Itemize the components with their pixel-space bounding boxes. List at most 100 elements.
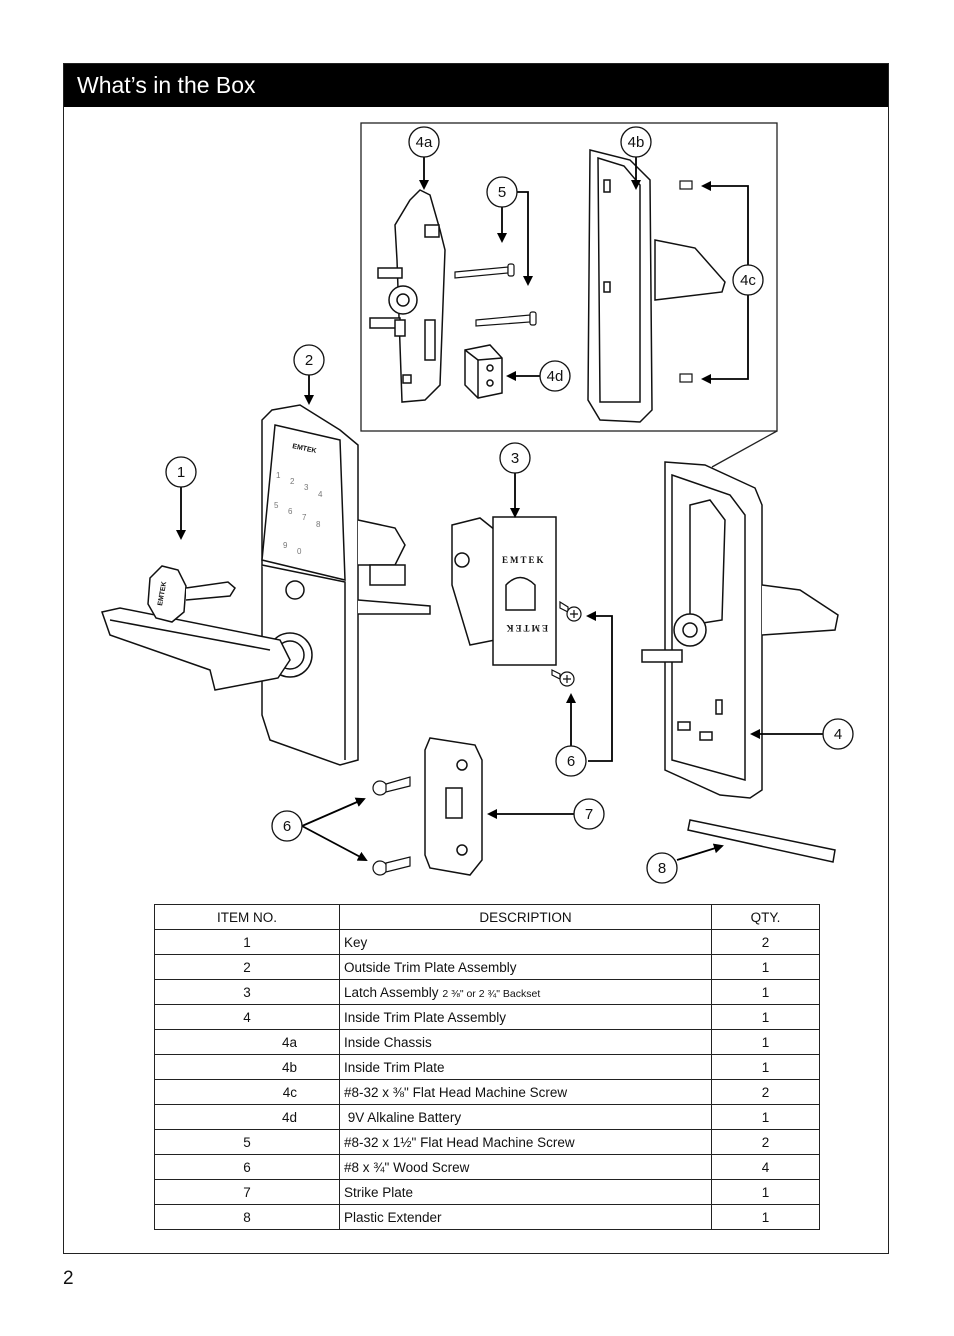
outside-trim-plate-drawing xyxy=(101,404,431,766)
inside-trim-plate-drawing xyxy=(587,149,726,423)
item-qty: 1 xyxy=(711,1104,820,1130)
item-description: Inside Trim Plate Assembly xyxy=(339,1004,712,1030)
strike-plate-drawing xyxy=(424,737,483,876)
item-number: 2 xyxy=(154,954,340,980)
item-number: 1 xyxy=(154,929,340,955)
item-description: Inside Trim Plate xyxy=(339,1054,712,1080)
item-number: 4c xyxy=(154,1079,340,1105)
keypad-key: 3 xyxy=(304,483,309,492)
latch-drawing xyxy=(451,516,557,666)
item-qty: 1 xyxy=(711,1204,820,1230)
brand-logo-key: EMTEK xyxy=(157,581,168,606)
callout-circles xyxy=(165,126,854,884)
header-description: DESCRIPTION xyxy=(339,904,712,930)
item-description-note: 2 ⅜" or 2 ¾" Backset xyxy=(442,987,541,1000)
callout-6-latch: 6 xyxy=(567,753,575,770)
item-qty: 1 xyxy=(711,1179,820,1205)
table-row: 4 Inside Trim Plate Assembly 1 xyxy=(154,1004,820,1030)
page-number: 2 xyxy=(63,1268,74,1289)
table-row: 4d 9V Alkaline Battery 1 xyxy=(154,1104,820,1130)
item-qty: 1 xyxy=(711,1004,820,1030)
content-frame: What’s in the Box xyxy=(63,63,889,1254)
callout-4d: 4d xyxy=(547,368,564,385)
item-qty: 2 xyxy=(711,1079,820,1105)
item-description: #8 x ¾" Wood Screw xyxy=(339,1154,712,1180)
header-item-no: ITEM NO. xyxy=(154,904,340,930)
item-description: Key xyxy=(339,929,712,955)
keypad-key: 0 xyxy=(297,547,302,556)
item-number: 5 xyxy=(154,1129,340,1155)
brand-logo-keypad: EMTEK xyxy=(292,443,317,455)
keypad-key: 9 xyxy=(283,541,288,550)
parts-diagram: 1 2 3 4 5 6 7 8 9 0 EMTEK EMTEK EMTEK EM… xyxy=(101,122,854,884)
long-machine-screw-drawings xyxy=(454,263,537,327)
key-drawing xyxy=(147,565,236,623)
section-title: What’s in the Box xyxy=(64,64,888,107)
wood-screw-drawings xyxy=(372,776,411,876)
keypad-key: 1 xyxy=(276,471,281,480)
item-number: 4 xyxy=(154,1004,340,1030)
brand-logo-latch: EMTEK xyxy=(502,555,546,565)
item-description: Plastic Extender xyxy=(339,1204,712,1230)
item-number: 3 xyxy=(154,979,340,1005)
item-number: 4a xyxy=(154,1029,340,1055)
callout-7: 7 xyxy=(585,806,593,823)
item-description: #8-32 x 1½" Flat Head Machine Screw xyxy=(339,1129,712,1155)
keypad-key: 2 xyxy=(290,477,295,486)
item-qty: 1 xyxy=(711,1054,820,1080)
parts-table: ITEM NO. DESCRIPTION QTY. 1 Key 2 2 Outs… xyxy=(154,904,820,1230)
item-description: Latch Assembly 2 ⅜" or 2 ¾" Backset xyxy=(339,979,712,1005)
inside-chassis-drawing xyxy=(369,189,446,403)
battery-drawing xyxy=(464,344,503,399)
item-qty: 1 xyxy=(711,1029,820,1055)
callout-4b: 4b xyxy=(628,134,645,151)
inset-box xyxy=(360,122,778,432)
table-row: 7 Strike Plate 1 xyxy=(154,1179,820,1205)
inside-trim-assembly-drawing xyxy=(641,461,839,799)
table-row: 4b Inside Trim Plate 1 xyxy=(154,1054,820,1080)
table-row: 6 #8 x ¾" Wood Screw 4 xyxy=(154,1154,820,1180)
callout-8: 8 xyxy=(658,860,666,877)
flat-head-screw-drawings xyxy=(679,180,693,383)
callout-3: 3 xyxy=(511,450,519,467)
callout-4a: 4a xyxy=(416,134,433,151)
keypad-key: 6 xyxy=(288,507,293,516)
item-description: Strike Plate xyxy=(339,1179,712,1205)
item-description-text: Latch Assembly xyxy=(344,984,439,1000)
table-row: 8 Plastic Extender 1 xyxy=(154,1204,820,1230)
callout-5: 5 xyxy=(498,184,506,201)
callout-6-strike: 6 xyxy=(283,818,291,835)
keypad-key: 4 xyxy=(318,490,323,499)
keypad-key: 5 xyxy=(274,501,279,510)
item-description: 9V Alkaline Battery xyxy=(339,1104,712,1130)
item-qty: 2 xyxy=(711,1129,820,1155)
item-description: Inside Chassis xyxy=(339,1029,712,1055)
item-number: 4b xyxy=(154,1054,340,1080)
brand-logo-latch-inverted: EMTEK xyxy=(504,623,548,633)
keypad-key: 8 xyxy=(316,520,321,529)
table-row: 4a Inside Chassis 1 xyxy=(154,1029,820,1055)
item-number: 8 xyxy=(154,1204,340,1230)
item-number: 6 xyxy=(154,1154,340,1180)
callout-4: 4 xyxy=(834,726,842,743)
item-qty: 4 xyxy=(711,1154,820,1180)
plastic-extender-drawing xyxy=(687,819,836,863)
latch-screw-drawings xyxy=(551,600,582,687)
table-row: 3 Latch Assembly 2 ⅜" or 2 ¾" Backset 1 xyxy=(154,979,820,1005)
callout-1: 1 xyxy=(177,464,185,481)
item-description: #8-32 x ⅜" Flat Head Machine Screw xyxy=(339,1079,712,1105)
table-row: 5 #8-32 x 1½" Flat Head Machine Screw 2 xyxy=(154,1129,820,1155)
item-qty: 1 xyxy=(711,979,820,1005)
item-number: 4d xyxy=(154,1104,340,1130)
table-row: 2 Outside Trim Plate Assembly 1 xyxy=(154,954,820,980)
table-header-row: ITEM NO. DESCRIPTION QTY. xyxy=(154,904,820,930)
table-row: 4c #8-32 x ⅜" Flat Head Machine Screw 2 xyxy=(154,1079,820,1105)
callout-labels: 4a 4b 5 4c 4d 2 1 3 4 6 7 6 8 xyxy=(177,134,842,877)
table-row: 1 Key 2 xyxy=(154,929,820,955)
header-qty: QTY. xyxy=(711,904,820,930)
keypad-key: 7 xyxy=(302,513,307,522)
item-description: Outside Trim Plate Assembly xyxy=(339,954,712,980)
callout-2: 2 xyxy=(305,352,313,369)
leader-arrows xyxy=(176,157,823,861)
item-qty: 2 xyxy=(711,929,820,955)
